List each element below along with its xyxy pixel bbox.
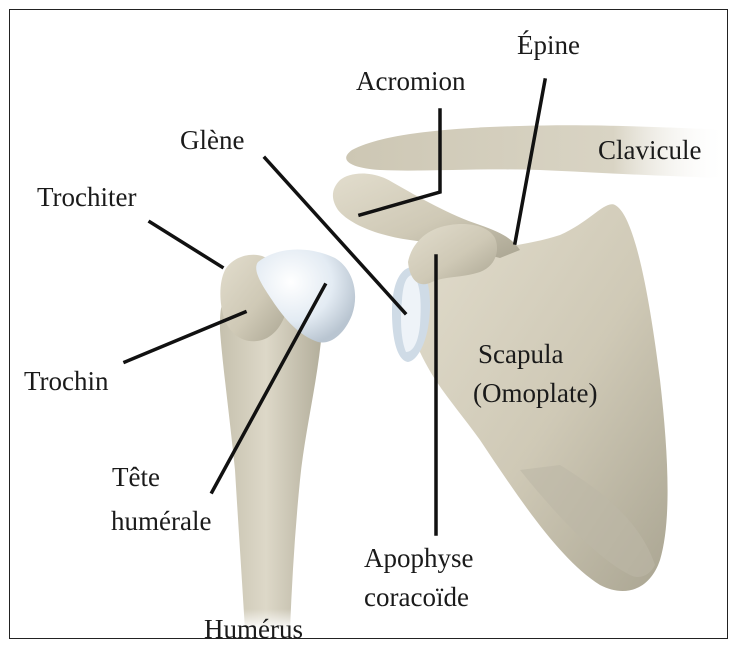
label-glene: Glène (180, 125, 244, 156)
label-omoplate: (Omoplate) (473, 378, 597, 409)
label-tete: Tête (112, 462, 160, 493)
label-coracoide: coracoïde (364, 582, 469, 613)
label-apophyse: Apophyse (364, 543, 474, 574)
label-trochiter: Trochiter (37, 182, 137, 213)
label-trochin: Trochin (24, 366, 109, 397)
leader-trochiter (150, 222, 222, 267)
label-humerale: humérale (111, 506, 211, 537)
label-clavicule: Clavicule (598, 135, 701, 166)
label-epine: Épine (517, 30, 580, 61)
label-scapula: Scapula (478, 339, 563, 370)
label-humerus: Humérus (204, 614, 303, 645)
label-acromion: Acromion (356, 66, 465, 97)
